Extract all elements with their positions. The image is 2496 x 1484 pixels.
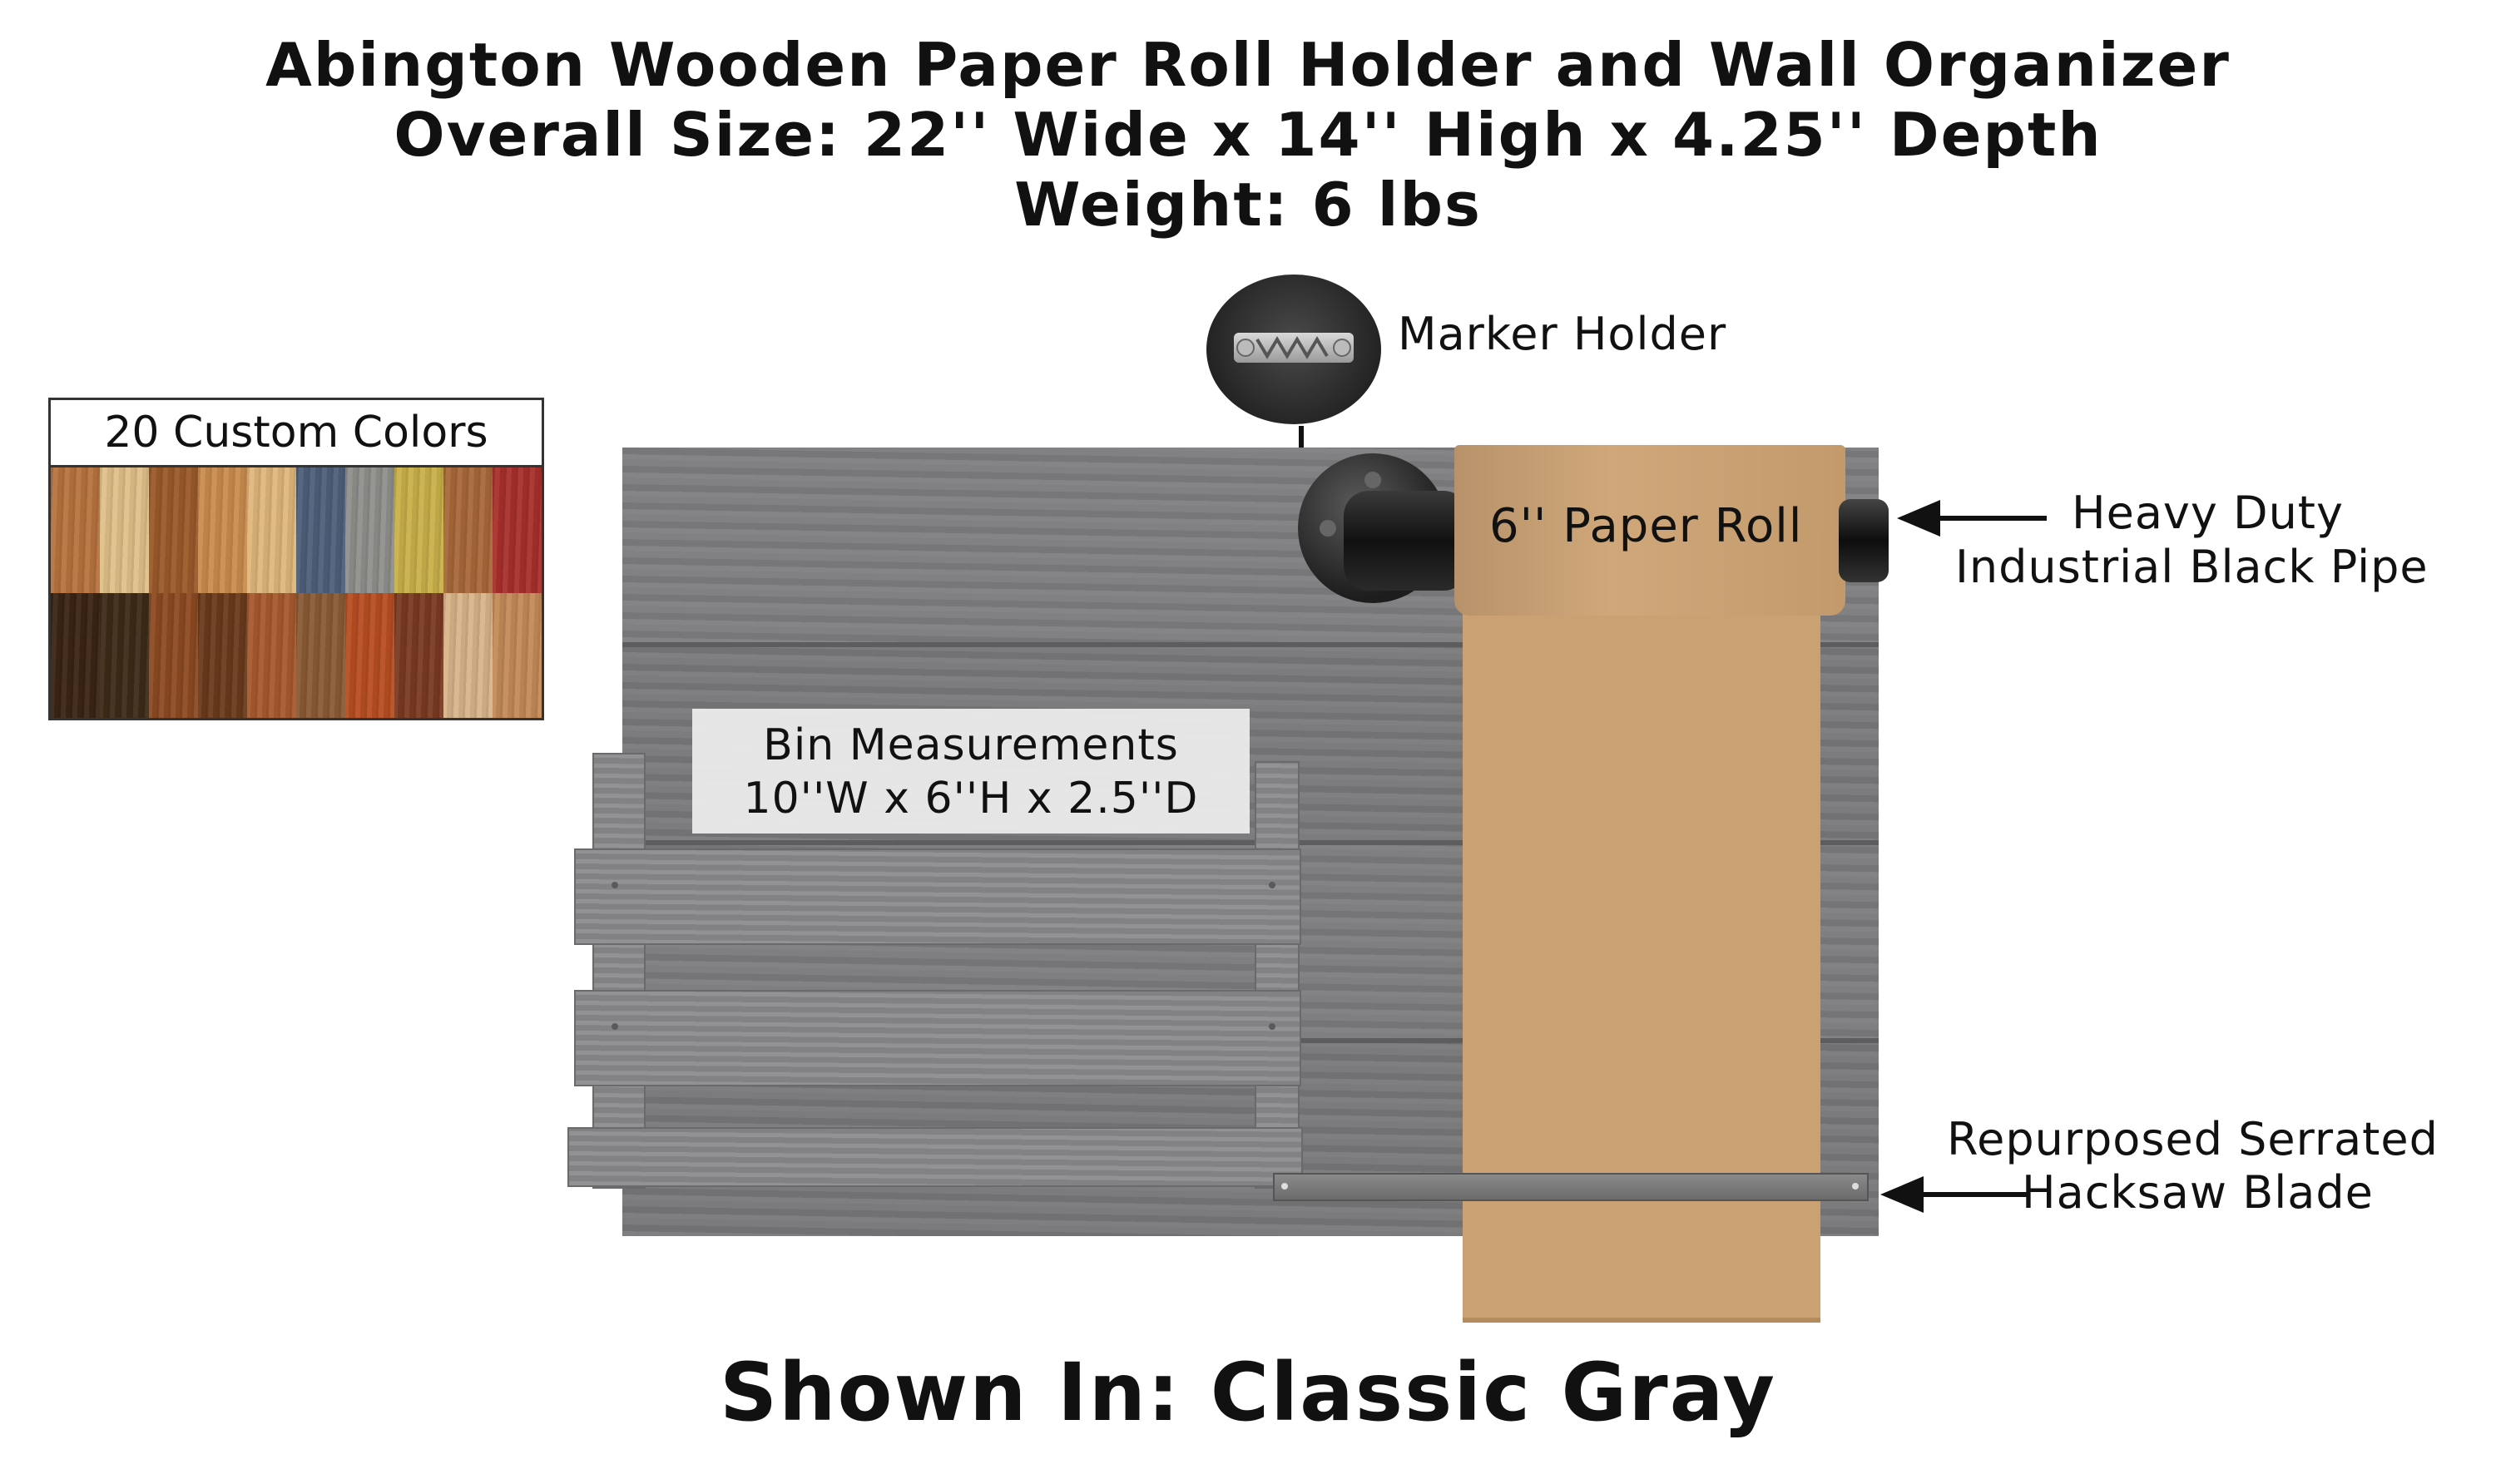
title-line-2: Overall Size: 22'' Wide x 14'' High x 4.…	[394, 100, 2102, 170]
screw-icon	[1269, 882, 1275, 888]
swatch-grid	[51, 467, 542, 718]
color-swatch	[149, 592, 198, 718]
plank-seam	[622, 840, 1879, 845]
paper-roll-label: 6'' Paper Roll	[1489, 499, 1803, 553]
bin-label-line-2: 10''W x 6''H x 2.5''D	[743, 774, 1199, 824]
pipe-elbow	[1344, 491, 1468, 591]
color-swatch	[198, 467, 247, 593]
title-line-1: Abington Wooden Paper Roll Holder and Wa…	[265, 30, 2231, 100]
blade-label-line-1: Repurposed Serrated	[1947, 1113, 2439, 1165]
bin-front-slat-top	[574, 848, 1301, 945]
screw-icon	[1269, 1023, 1275, 1030]
bin-side-right	[1255, 761, 1300, 1189]
bin-front-slat-middle	[574, 990, 1301, 1086]
shown-in-caption: Shown In: Classic Gray	[720, 1346, 1776, 1439]
color-swatch	[493, 467, 542, 593]
color-swatch	[394, 467, 443, 593]
swatch-panel-title: 20 Custom Colors	[51, 400, 542, 467]
pipe-end-cap	[1839, 499, 1889, 582]
plank-seam	[622, 642, 1879, 647]
blade-pointer-line	[1914, 1192, 2030, 1197]
color-swatch	[296, 467, 345, 593]
bin-bottom-slat	[567, 1127, 1303, 1187]
bin-measurements-label-box: Bin Measurements 10''W x 6''H x 2.5''D	[692, 709, 1250, 834]
color-swatch	[51, 592, 100, 718]
pipe-label-line-1: Heavy Duty	[2072, 487, 2344, 539]
color-swatch	[149, 467, 198, 593]
marker-holder-label: Marker Holder	[1398, 308, 1727, 360]
bin-side-left	[592, 753, 646, 1189]
paper-roll	[1454, 445, 1845, 616]
blade-label-line-2: Hacksaw Blade	[2022, 1166, 2374, 1219]
pipe-pointer-line	[1930, 516, 2047, 521]
color-swatch	[345, 592, 394, 718]
color-swatch	[394, 592, 443, 718]
color-swatch	[443, 592, 493, 718]
color-swatch	[247, 467, 296, 593]
screw-icon	[612, 882, 618, 888]
color-swatch	[51, 467, 100, 593]
title-line-3: Weight: 6 lbs	[1014, 170, 1482, 240]
color-swatch	[247, 592, 296, 718]
color-swatch	[198, 592, 247, 718]
screw-icon	[1852, 1183, 1859, 1190]
screw-icon	[1281, 1183, 1288, 1190]
color-swatch	[100, 467, 149, 593]
bin-label-line-1: Bin Measurements	[763, 720, 1179, 770]
sawtooth-hanger-icon	[1234, 333, 1354, 363]
color-swatch	[443, 467, 493, 593]
screw-icon	[612, 1023, 618, 1030]
paper-sheet	[1463, 607, 1820, 1323]
hacksaw-blade	[1273, 1173, 1869, 1201]
color-swatch	[493, 592, 542, 718]
pipe-label-line-2: Industrial Black Pipe	[1955, 541, 2429, 593]
color-swatch	[100, 592, 149, 718]
color-swatch-panel: 20 Custom Colors	[48, 398, 544, 720]
color-swatch	[345, 467, 394, 593]
color-swatch	[296, 592, 345, 718]
